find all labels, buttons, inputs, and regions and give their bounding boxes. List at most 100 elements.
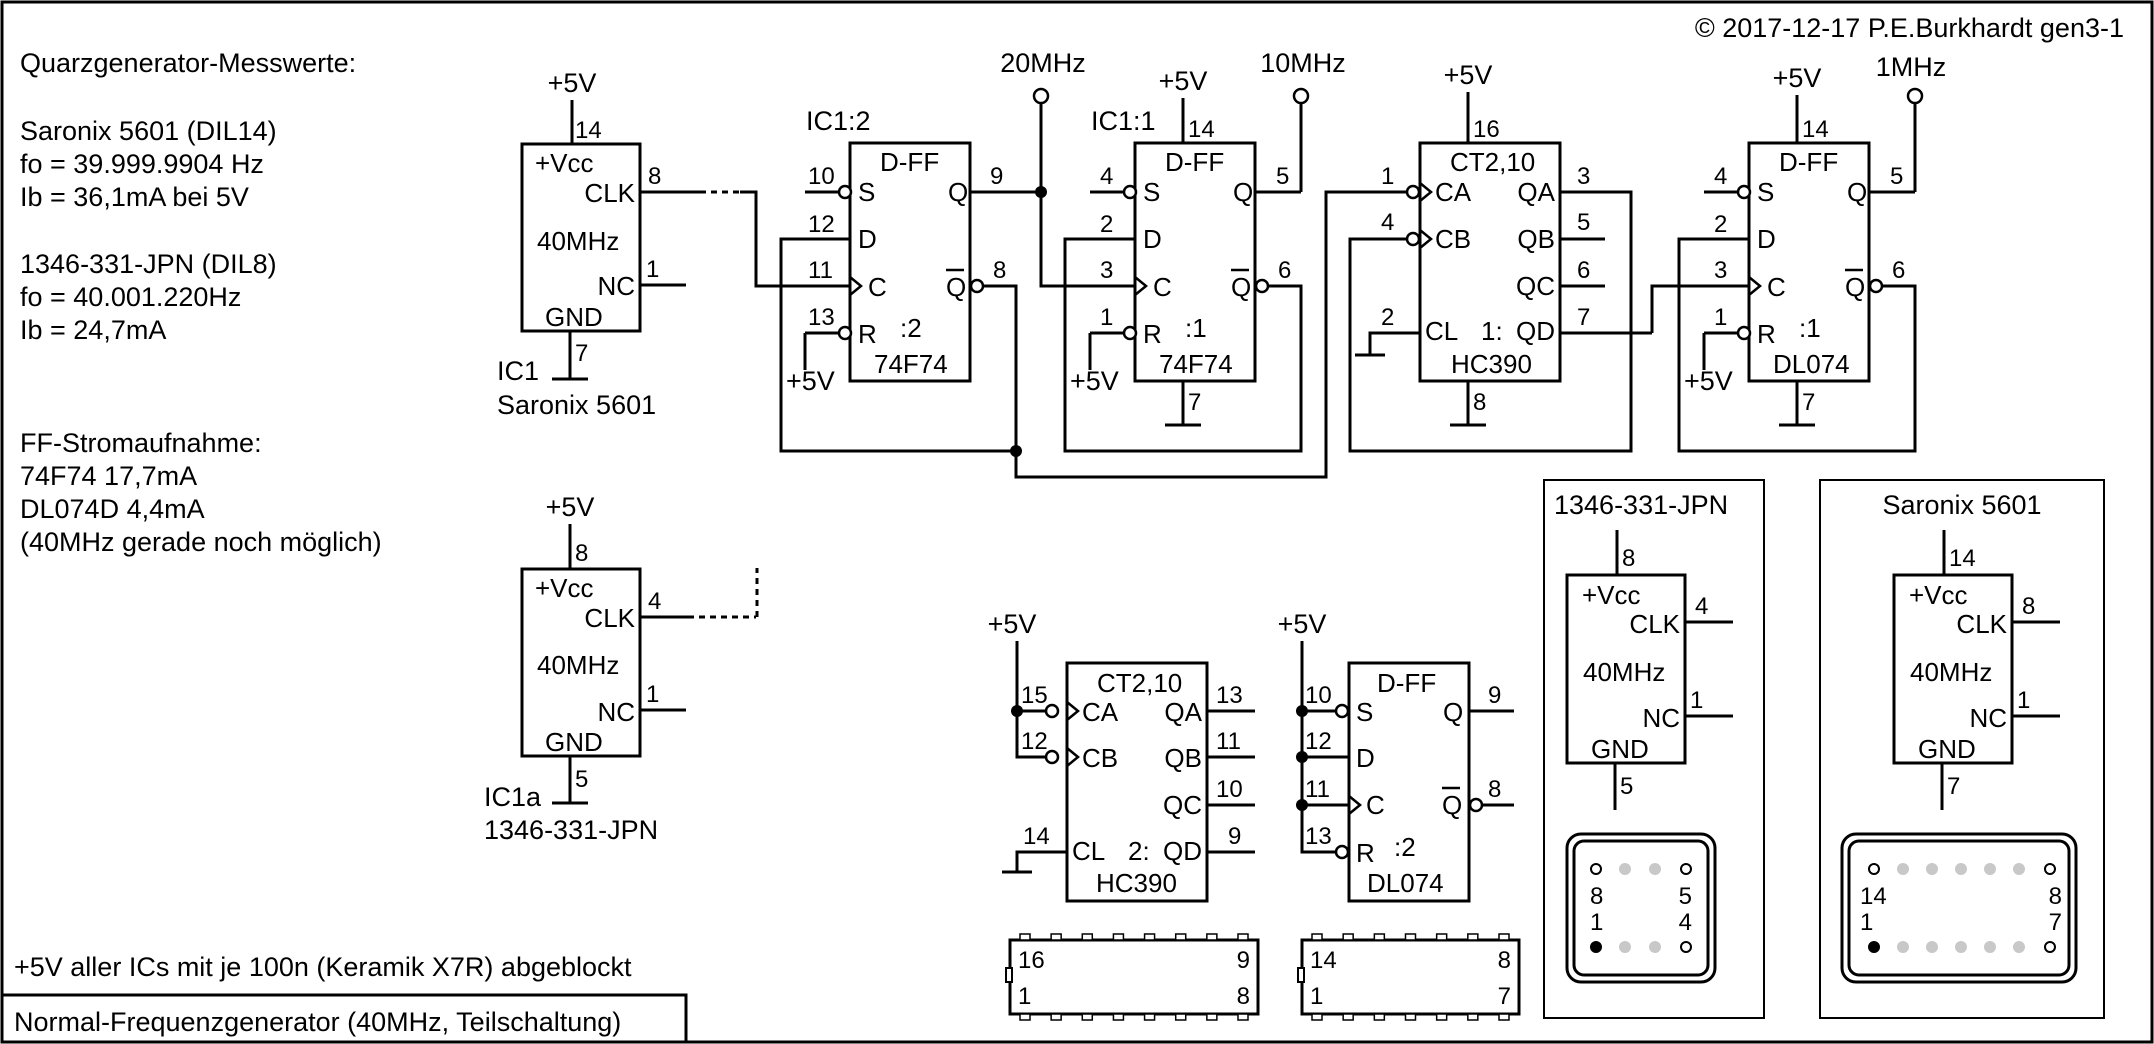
footprint-pad	[1619, 863, 1631, 875]
pin-number: 8	[1622, 545, 1635, 572]
pin-number: 8	[1488, 776, 1501, 803]
pin-number: 7	[575, 340, 588, 367]
pin-label: +Vcc	[535, 573, 594, 603]
pin-label: Q	[1231, 272, 1251, 302]
pin-label: C	[1767, 272, 1786, 302]
pin-number: 3	[1577, 163, 1590, 190]
pin-label: QB	[1164, 743, 1202, 773]
footprint-pad	[1649, 941, 1661, 953]
drawing-title: Normal-Frequenzgenerator (40MHz, Teilsch…	[14, 1007, 621, 1037]
power-label: +5V	[1444, 60, 1493, 90]
pin-number: 11	[808, 257, 833, 284]
dip-pin	[1311, 933, 1323, 941]
pin-number: 1	[1860, 909, 1873, 936]
dip-pin	[1342, 933, 1354, 941]
pin-label: GND	[1591, 734, 1649, 764]
package-panel-saronix: Saronix 5601 14 +Vcc CLK 40MHz NC GND 8 …	[1819, 479, 2105, 1019]
counter-type: CT2,10	[1450, 147, 1535, 177]
pin-number: 10	[1305, 682, 1332, 709]
pin-number: 8	[1237, 983, 1250, 1010]
pin-number: 8	[575, 540, 588, 567]
dip-pin	[1174, 1013, 1187, 1021]
part-name: Saronix 5601	[497, 390, 656, 420]
pin-number: 13	[808, 304, 835, 331]
note-line: 1346-331-JPN (DIL8)	[20, 249, 277, 279]
pin-label: QC	[1163, 790, 1202, 820]
power-label: +5V	[1684, 366, 1733, 396]
part-name: DL074	[1773, 349, 1850, 379]
panel-title: 1346-331-JPN	[1554, 490, 1728, 520]
part-name: 74F74	[1159, 349, 1233, 379]
dip14-package: 14 8 1 7	[1297, 933, 1521, 1021]
pin-label: R	[1757, 319, 1776, 349]
pin-number: 1	[1590, 909, 1603, 936]
pin-label: C	[868, 272, 887, 302]
flipflop-ic1-2: IC1:2 D-FF 10 S 12 D 11 C 13 R :2 74F74 …	[786, 106, 1041, 451]
dip-pin	[1342, 1013, 1354, 1021]
pin-label: QA	[1517, 177, 1555, 207]
output-label-10mhz: 10MHz	[1260, 48, 1346, 78]
dip-pin	[1498, 1013, 1510, 1021]
measurement-notes: Quarzgenerator-Messwerte: Saronix 5601 (…	[20, 48, 382, 557]
pin-number: 4	[1714, 163, 1727, 190]
pin-number: 11	[1305, 776, 1330, 803]
footprint-pad	[1897, 863, 1909, 875]
ic-reference: IC1	[497, 356, 539, 386]
pin-label: C	[1366, 790, 1385, 820]
note-line: 74F74 17,7mA	[20, 461, 197, 491]
pin-number: 2	[1381, 304, 1394, 331]
pin-number: 7	[1947, 773, 1960, 800]
pin-number: 7	[1188, 389, 1201, 416]
divider-ratio: :2	[900, 313, 922, 343]
dip-pin	[1019, 1013, 1031, 1021]
power-label: +5V	[546, 492, 595, 522]
title-block	[0, 993, 688, 1044]
pin-number: 9	[1228, 823, 1241, 850]
dip-pin	[1498, 933, 1510, 941]
pin-number: 7	[1577, 304, 1590, 331]
pin-number: 4	[1695, 593, 1708, 620]
dip-pin	[1143, 933, 1156, 941]
footprint-pad	[1897, 941, 1909, 953]
divider-ratio: :1	[1799, 313, 1821, 343]
pin-number: 10	[808, 163, 835, 190]
dip-pin	[1112, 933, 1125, 941]
pin-number: 11	[1216, 728, 1241, 755]
pin-label: Q	[1845, 272, 1865, 302]
dip-pin	[1019, 933, 1031, 941]
pin-number: 6	[1278, 257, 1291, 284]
pin-number: 8	[1590, 883, 1603, 910]
footprint-pad	[1680, 863, 1692, 875]
pin-number: 9	[1488, 682, 1501, 709]
pin-number: 5	[1890, 163, 1903, 190]
section-label: 1:	[1481, 316, 1503, 346]
pin-label: Q	[948, 177, 968, 207]
pin-number: 7	[1802, 389, 1815, 416]
pin-label: S	[1143, 177, 1160, 207]
pin-label: S	[1757, 177, 1774, 207]
pin-number: 1	[1690, 687, 1703, 714]
dip-pin	[1311, 1013, 1323, 1021]
pin-number: 5	[1577, 209, 1590, 236]
footprint-pad	[1955, 941, 1967, 953]
pin-label: +Vcc	[535, 148, 594, 178]
copyright: © 2017-12-17 P.E.Burkhardt gen3-1	[1695, 13, 2124, 43]
divider-ratio: :2	[1394, 832, 1416, 862]
pin-label: CL	[1072, 836, 1105, 866]
pin-label: S	[1356, 697, 1373, 727]
pin-label: QC	[1516, 271, 1555, 301]
pin-number: 12	[1021, 728, 1048, 755]
pin-number: 15	[1021, 682, 1048, 709]
note-line: fo = 40.001.220Hz	[20, 282, 241, 312]
pin-number: 4	[648, 588, 661, 615]
footprint-pad	[1984, 863, 1996, 875]
power-label: +5V	[1278, 609, 1327, 639]
footprint-pad	[1649, 863, 1661, 875]
pin-label: Q	[1442, 790, 1462, 820]
dip-pin	[1050, 1013, 1062, 1021]
pin-label: QD	[1516, 316, 1555, 346]
package-panel-1346: 1346-331-JPN 8 +Vcc CLK 40MHz NC GND 4 1…	[1543, 479, 1765, 1019]
pin-label: GND	[545, 727, 603, 757]
pin-number: 14	[1949, 545, 1976, 572]
